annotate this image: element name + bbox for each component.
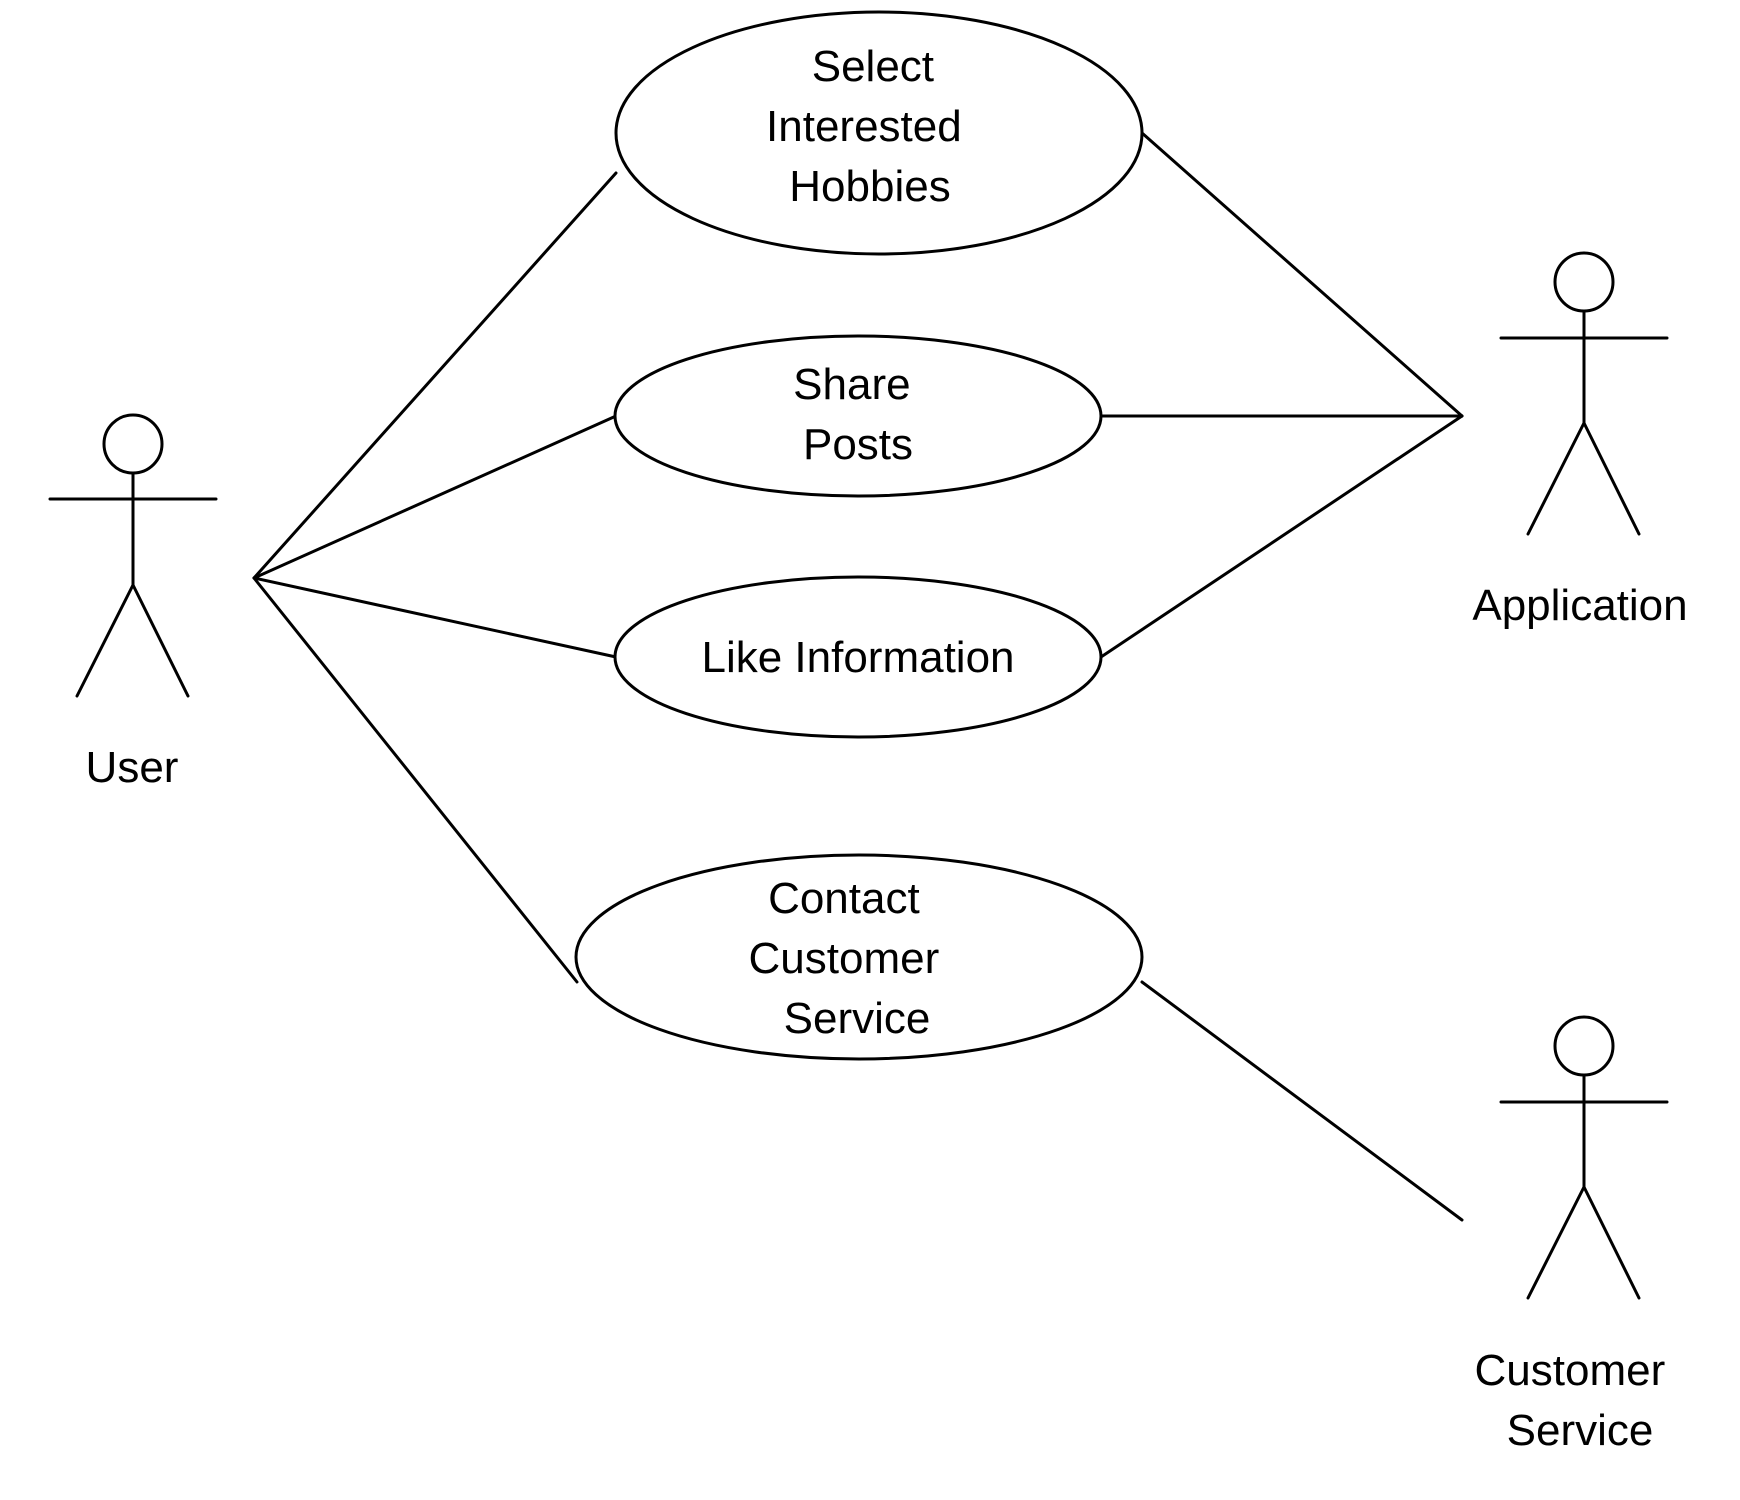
use-case-label-line: Interested bbox=[766, 102, 962, 151]
actor-leg-left bbox=[1526, 1185, 1586, 1300]
actor-leg-left bbox=[75, 583, 135, 698]
actor-user: User bbox=[48, 413, 218, 792]
actor-head bbox=[1553, 251, 1615, 313]
use-case-label-line: Posts bbox=[803, 420, 913, 469]
actor-label: Application bbox=[1472, 581, 1687, 630]
actor-head bbox=[1553, 1015, 1615, 1077]
use-case-ellipse bbox=[613, 575, 1103, 739]
use-case-label-line: Select bbox=[812, 42, 934, 91]
actor-leg-right bbox=[1582, 421, 1641, 536]
use-case-label-line: Hobbies bbox=[789, 162, 950, 211]
svg-text:Contact Customer S: Contact Customer Service bbox=[749, 874, 952, 1043]
association-like-information-application bbox=[1099, 414, 1464, 659]
use-case-contact-customer-service: Contact Customer Service bbox=[574, 853, 1144, 1061]
actor-customer-service: Customer Service bbox=[1475, 1015, 1678, 1455]
association-select-hobbies-application bbox=[1140, 131, 1464, 418]
use-case-ellipse bbox=[574, 853, 1144, 1061]
use-case-label-line: Contact bbox=[768, 874, 920, 923]
actor-label-line: Customer bbox=[1475, 1346, 1666, 1395]
association-user-select-hobbies bbox=[252, 171, 618, 580]
use-case-label-line: Like Information bbox=[701, 633, 1014, 682]
actor-label-line: Service bbox=[1507, 1406, 1654, 1455]
actor-label: User bbox=[86, 743, 179, 792]
use-case-label-line: Customer bbox=[749, 934, 940, 983]
association-contact-customer-service-customer-service bbox=[1140, 980, 1464, 1222]
use-case-like-information: Like Information bbox=[613, 575, 1103, 739]
use-case-ellipse bbox=[613, 334, 1103, 498]
svg-text:Customer Service: Customer Service bbox=[1475, 1346, 1678, 1455]
use-case-label-line: Service bbox=[784, 994, 931, 1043]
use-case-select-hobbies: Select Interested Hobbies bbox=[614, 10, 1144, 256]
associations bbox=[252, 131, 1464, 1222]
association-user-share-posts bbox=[252, 414, 618, 580]
use-case-share-posts: Share Posts bbox=[613, 334, 1103, 498]
association-user-contact-customer-service bbox=[252, 576, 579, 984]
actor-head bbox=[102, 413, 164, 475]
actor-application: Application bbox=[1472, 251, 1688, 630]
actor-leg-left bbox=[1526, 421, 1586, 536]
association-user-like-information bbox=[252, 576, 618, 659]
actor-leg-right bbox=[1582, 1185, 1641, 1300]
use-case-label-line: Share bbox=[793, 360, 910, 409]
svg-text:Share Posts: Share Posts bbox=[793, 360, 923, 469]
svg-text:Select Interested: Select Interested Hobbies bbox=[766, 42, 974, 211]
use-case-ellipse bbox=[614, 10, 1144, 256]
actor-leg-right bbox=[131, 583, 190, 698]
